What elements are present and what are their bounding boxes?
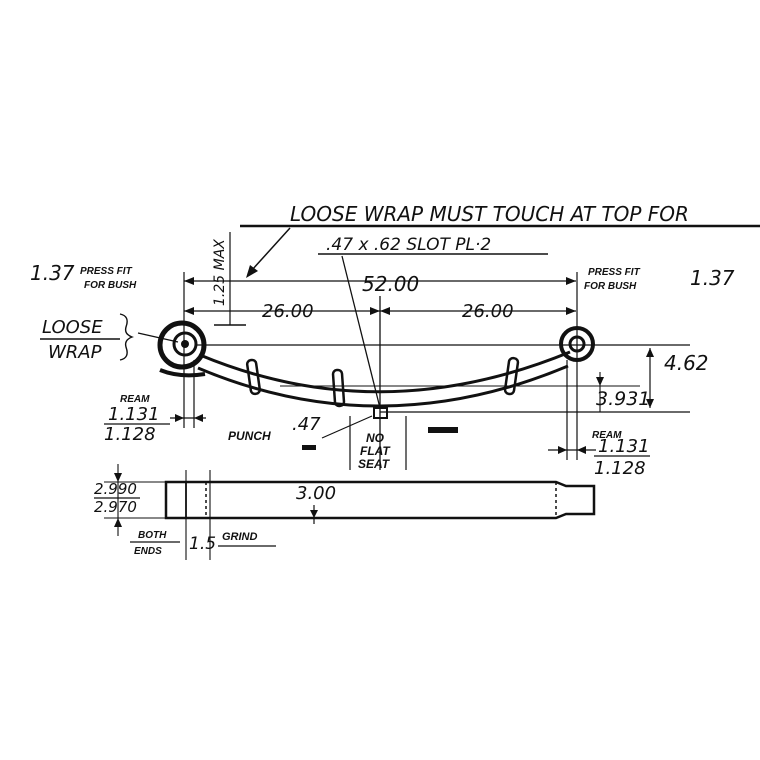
width-arrow-top	[114, 473, 122, 482]
right-ream-max: 1.131	[598, 436, 650, 457]
punch-dia-text: .47	[292, 414, 321, 435]
right-press-fit: PRESS FIT	[588, 267, 641, 278]
grind-label: GRIND	[222, 531, 258, 543]
half-arrow-right	[566, 307, 576, 315]
right-eye-inner	[568, 335, 586, 353]
no-flat-3: SEAT	[358, 457, 391, 471]
loose-brace	[119, 313, 134, 361]
seat-arrow	[596, 377, 604, 386]
center-seat	[373, 407, 388, 419]
left-eye-dia: 1.37	[30, 261, 75, 285]
left-wrap-tail	[159, 368, 206, 378]
clip-left	[245, 358, 262, 396]
wrap-label: WRAP	[48, 342, 102, 363]
left-ream-arrow-b	[194, 414, 203, 422]
no-flat-1: NO	[366, 431, 385, 445]
left-eye-center	[181, 340, 189, 348]
loose-wrap-leader	[137, 332, 179, 343]
left-eye-inner	[172, 331, 198, 357]
half-arrow-mid-left	[370, 307, 380, 315]
punch-label: PUNCH	[228, 429, 271, 443]
right-ream-arrow-b	[577, 446, 586, 454]
both-label: BOTH	[138, 530, 167, 541]
arch-height-text: 4.62	[664, 351, 709, 375]
half-arrow-left	[184, 307, 194, 315]
note-leader	[251, 227, 291, 271]
main-leaf-bottom	[197, 364, 569, 408]
clip-mid	[331, 368, 346, 408]
half-right-text: 26.00	[462, 301, 514, 322]
width-arrow-bottom	[114, 518, 122, 527]
right-ream-label: REAM	[592, 430, 622, 441]
plan-width-text: 3.00	[296, 483, 336, 504]
arch-arrow-bottom	[646, 399, 654, 408]
left-ream-min: 1.128	[104, 424, 156, 445]
half-arrow-mid-right	[380, 307, 390, 315]
width-min-text: 2.970	[94, 498, 137, 516]
arch-arrow-top	[646, 348, 654, 357]
right-eye-outer	[559, 326, 595, 362]
seat-mark	[428, 427, 458, 433]
ends-label: ENDS	[134, 546, 162, 557]
slot-note-text: .47 x .62 SLOT PL·2	[326, 235, 491, 255]
right-ream-arrow-a	[558, 446, 567, 454]
seat-height-text: 3.931	[596, 388, 650, 410]
overall-arrow-right	[566, 277, 576, 285]
overall-arrow-left	[184, 277, 194, 285]
left-press-fit: PRESS FIT	[80, 266, 133, 277]
half-left-text: 26.00	[262, 301, 314, 322]
punch-mark	[302, 445, 316, 450]
clip-right	[503, 356, 520, 396]
no-flat-2: FLAT	[360, 444, 391, 458]
left-ream-label: REAM	[120, 394, 150, 405]
width-max-text: 2.990	[94, 480, 137, 498]
left-for-bush: FOR BUSH	[84, 280, 137, 291]
grind-length-text: 1.5	[189, 534, 216, 554]
right-for-bush: FOR BUSH	[584, 281, 637, 292]
overall-length-text: 52.00	[362, 272, 419, 296]
note-top-text: LOOSE WRAP MUST TOUCH AT TOP FOR	[290, 202, 689, 226]
punch-leader	[321, 415, 373, 439]
note-leader-arrow	[246, 265, 258, 278]
right-eye-dia: 1.37	[690, 266, 735, 290]
plan-view-outline	[164, 480, 596, 520]
loose-label: LOOSE	[42, 317, 103, 338]
left-ream-max: 1.131	[108, 404, 160, 425]
left-ream-arrow-a	[175, 414, 184, 422]
right-ream-min: 1.128	[594, 458, 646, 479]
max-height-text: 1.25 MAX	[212, 239, 228, 306]
plan-width-arrow	[310, 510, 318, 518]
